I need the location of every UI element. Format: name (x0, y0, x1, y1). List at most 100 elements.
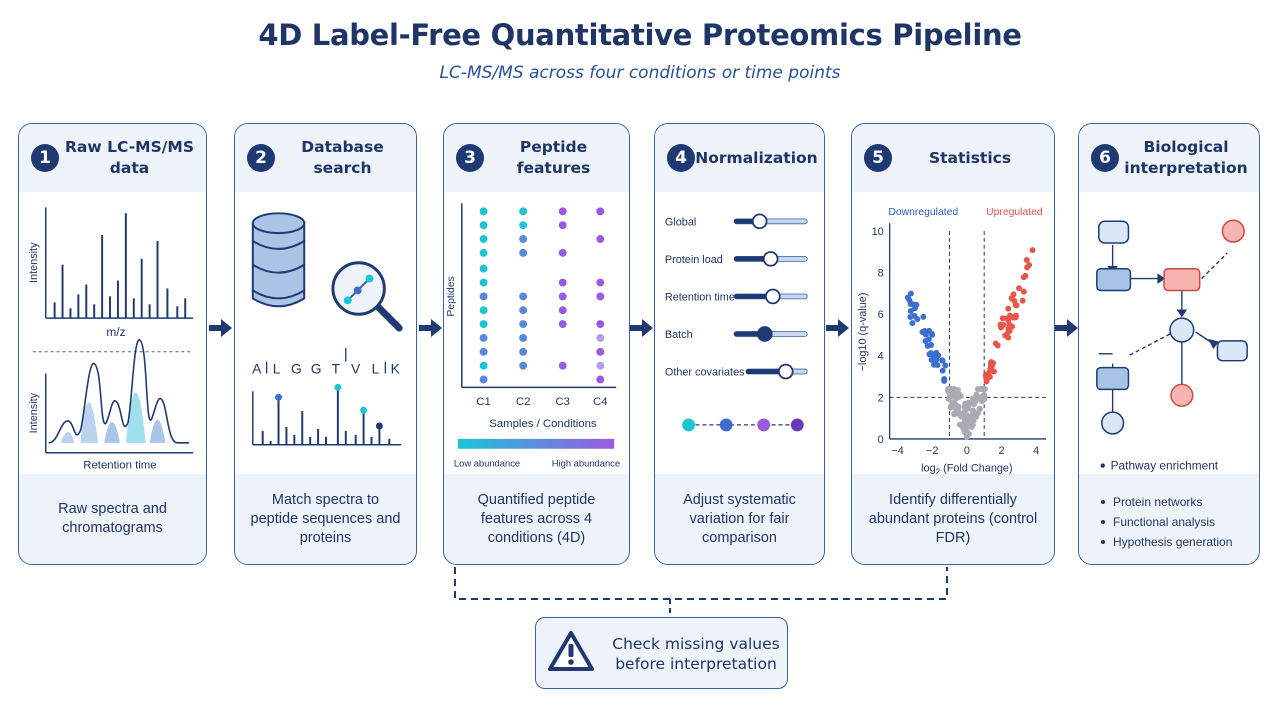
database-search-illustration: A L G G T V L K (251, 212, 403, 446)
step-number: 5 (864, 144, 892, 172)
volcano-point-up (1005, 317, 1012, 324)
volcano-point-up (1019, 297, 1026, 304)
residue: A (252, 361, 262, 377)
step-description: Raw spectra and chromatograms (19, 474, 206, 564)
step-header: 2 Database search (235, 124, 416, 192)
factor-label: Protein load (665, 254, 723, 266)
slider-knob[interactable] (765, 288, 781, 305)
feature-dot (558, 361, 567, 370)
abundance-gradient-legend (457, 438, 615, 449)
volcano-point-down (904, 294, 911, 301)
step-panel-statistics: 5 Statistics Downregulated Upregulated −… (851, 123, 1055, 565)
residue: V (351, 361, 361, 377)
step-number: 6 (1091, 144, 1119, 172)
step-header: 4 Normalization (655, 124, 824, 192)
volcano-point (976, 405, 983, 412)
feature-dot (479, 320, 488, 329)
condition-label-c4: C4 (593, 396, 608, 408)
step-title: Biological interpretation (1124, 138, 1248, 177)
feature-dot (479, 292, 488, 301)
feature-dot (479, 264, 488, 273)
volcano-point-up (982, 373, 989, 380)
feature-dot (596, 235, 605, 243)
step-panel-peptide-features: 3 Peptide features Peptides C1 C2 C3 C4 … (443, 123, 630, 565)
condition-label-c1: C1 (476, 396, 491, 408)
slider-knob[interactable] (777, 363, 794, 380)
y-tick-label: 0 (878, 434, 884, 446)
volcano-point-up (992, 340, 999, 347)
page-subtitle: LC-MS/MS across four conditions or time … (439, 63, 841, 83)
feature-dot (519, 235, 528, 243)
feature-dot (519, 248, 528, 257)
bullet-dot (1101, 500, 1105, 504)
step-header: 5 Statistics (852, 124, 1054, 192)
bullet-functional-analysis: Functional analysis (1113, 515, 1216, 529)
volcano-point-down (939, 357, 946, 364)
residue: L (273, 361, 281, 377)
feature-dot (479, 333, 488, 342)
y-tick-label: 4 (878, 351, 884, 363)
x-tick-label: 4 (1033, 445, 1039, 457)
feature-dot (479, 361, 488, 370)
axis-label-retention-time: Retention time (83, 460, 156, 472)
flow-arrow-4 (826, 319, 849, 337)
feature-dot (519, 347, 528, 356)
database-icon (251, 212, 306, 308)
magnifier-icon (331, 261, 403, 332)
feature-dot (596, 207, 605, 216)
network-node (1216, 340, 1248, 362)
peptide-sequence: A L G G T V L K (252, 361, 400, 377)
missing-values-warning: Check missing values before interpretati… (535, 617, 788, 689)
bullet-item: Protein networks (1101, 492, 1259, 512)
slider-knob[interactable] (762, 251, 779, 267)
slider-fill (734, 293, 773, 299)
network-node (1096, 366, 1130, 391)
feature-dot (519, 333, 528, 342)
axis-label-fold-change-rest: (Fold Change) (940, 463, 1013, 474)
volcano-point (981, 386, 988, 393)
feature-dot (558, 292, 567, 301)
axis-label-intensity-top: Intensity (28, 242, 40, 283)
warning-line-2: before interpretation (615, 655, 777, 673)
label-downregulated: Downregulated (888, 207, 958, 218)
feature-dot (519, 221, 528, 230)
volcano-point-down (929, 331, 936, 338)
flow-arrow-3 (630, 319, 653, 337)
volcano-point (961, 429, 968, 436)
feature-dot (558, 306, 567, 315)
axis-label-fold-change-log: log (921, 463, 936, 474)
network-node (1096, 267, 1132, 292)
feature-dot (596, 333, 605, 342)
feature-dot (479, 278, 488, 287)
step-description: Quantified peptide features across 4 con… (444, 474, 629, 564)
axis-label-peptides: Peptides (446, 276, 457, 316)
volcano-point-down (913, 301, 920, 308)
bullet-protein-networks: Protein networks (1113, 495, 1203, 509)
legend-low-abundance: Low abundance (454, 458, 520, 469)
residue: K (391, 361, 401, 377)
bullet-dot (1101, 520, 1105, 524)
slider-knob[interactable] (751, 213, 768, 230)
volcano-point-up (1016, 285, 1022, 292)
step-title: Peptide features (516, 138, 591, 177)
volcano-point-down (919, 329, 926, 336)
factor-label: Other covariates (665, 366, 745, 378)
step-description: Identify differentially abundant protein… (852, 474, 1054, 564)
bullet-pathway-enrichment: Pathway enrichment (1111, 458, 1219, 472)
feature-dot (596, 375, 605, 384)
volcano-point-down (928, 342, 935, 348)
volcano-point-up (987, 361, 994, 367)
network-node (1163, 267, 1201, 292)
volcano-point (969, 398, 975, 405)
volcano-point (956, 391, 963, 398)
network-node (1221, 219, 1245, 243)
volcano-point (970, 407, 977, 414)
label-upregulated: Upregulated (986, 207, 1043, 218)
slider-knob[interactable] (756, 326, 773, 342)
volcano-point-down (920, 313, 927, 320)
step-panel-database-search: 2 Database search A L G G T V L K (234, 123, 417, 565)
y-tick-label: 6 (878, 309, 884, 321)
